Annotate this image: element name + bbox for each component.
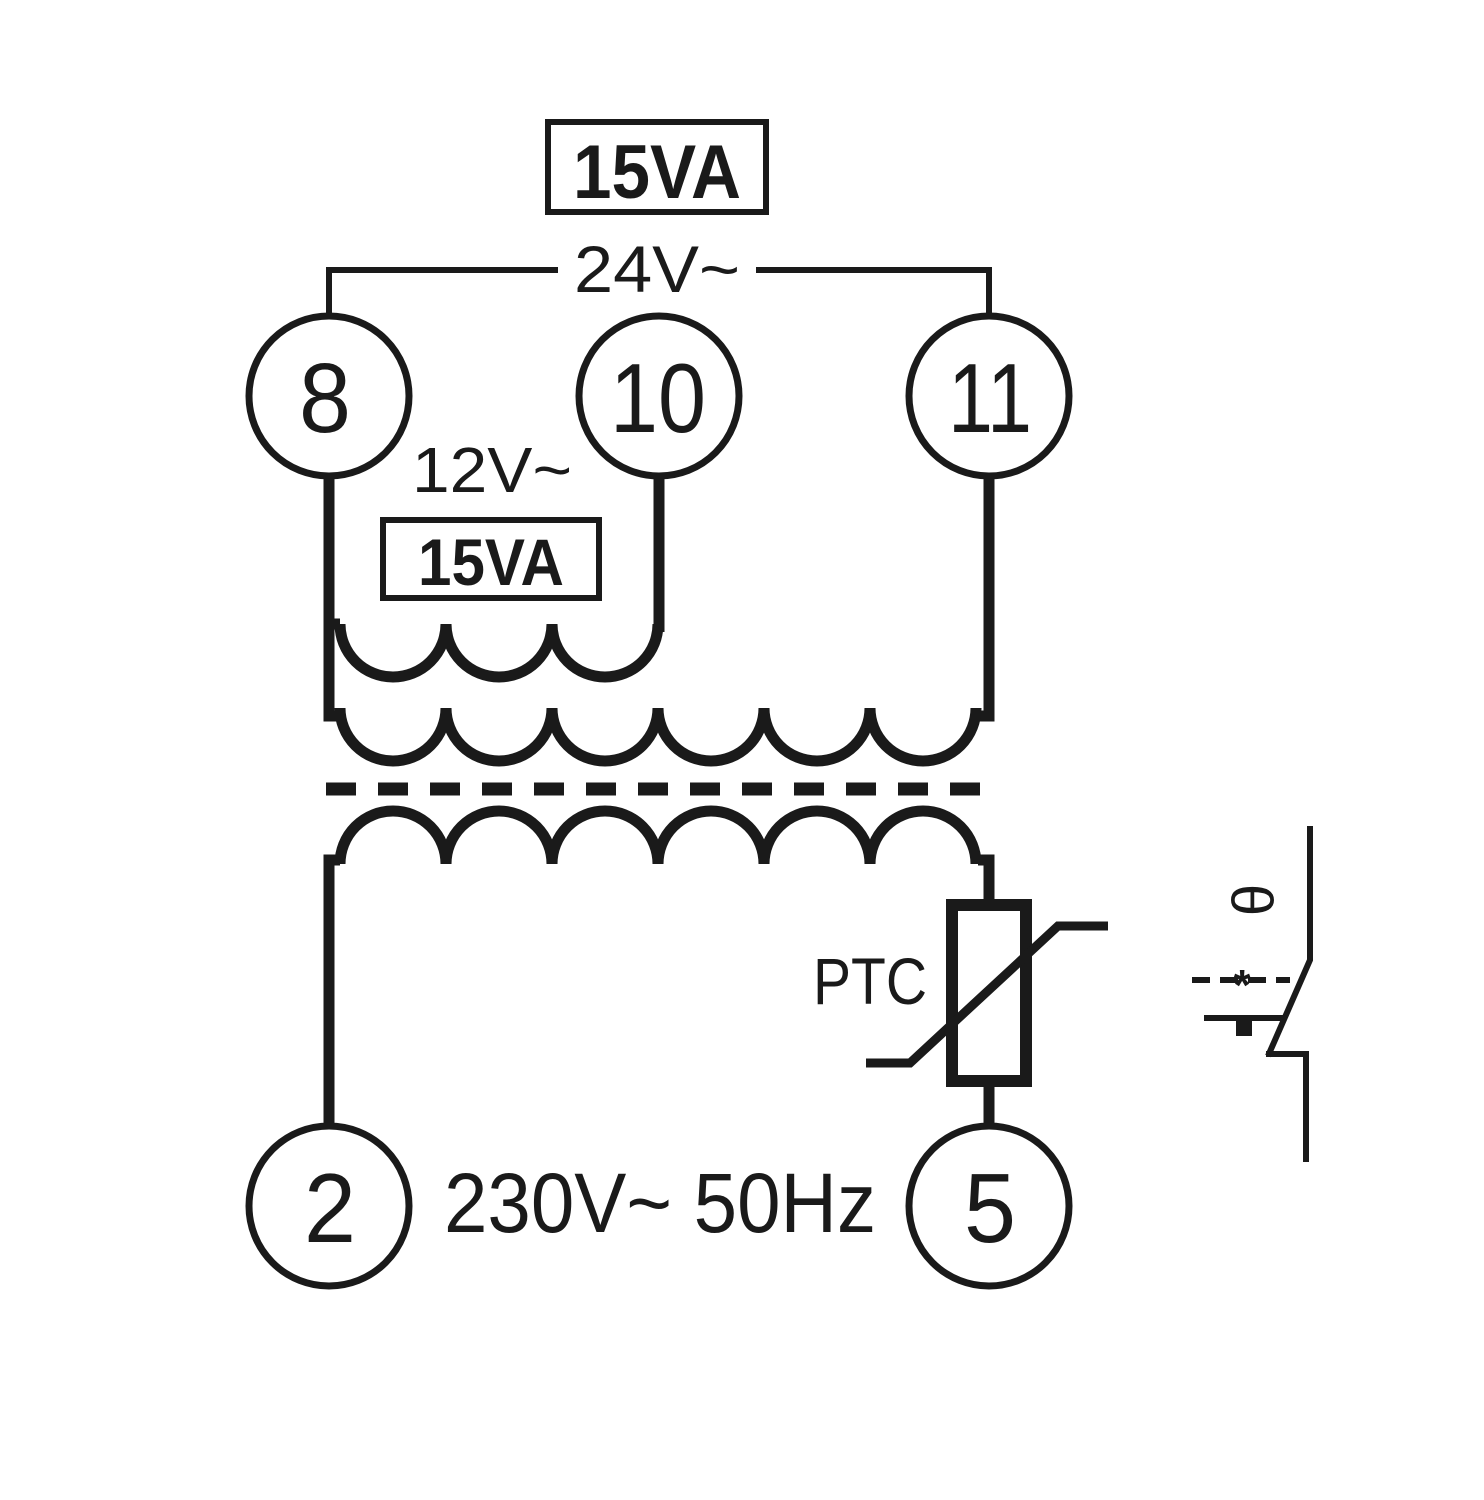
- winding-12v: [334, 623, 664, 683]
- rating-24v-label: 15VA: [573, 130, 741, 215]
- wire-24v-bridge: [326, 267, 992, 313]
- supply-voltage-label: 230V~ 50Hz: [444, 1156, 876, 1250]
- voltage-12v-label: 12V~: [412, 434, 572, 506]
- rating-box-12v: 15VA: [380, 517, 602, 601]
- terminal-2-label: 2: [304, 1153, 356, 1263]
- voltage-24v-label: 24V~: [574, 232, 740, 306]
- terminal-2: 2: [245, 1122, 413, 1290]
- terminal-10: 10: [575, 312, 743, 480]
- terminal-5: 5: [905, 1122, 1073, 1290]
- ptc-thermistor: [866, 899, 1108, 1087]
- reset-mark: *: [1233, 961, 1251, 1010]
- terminal-11-label: 11: [948, 343, 1032, 453]
- primary-leads: [323, 854, 995, 1124]
- thermal-switch-symbol: * θ: [1192, 826, 1313, 1162]
- ptc-label: PTC: [813, 944, 927, 1018]
- thermal-symbol: θ: [1222, 884, 1287, 916]
- rating-12v-label: 15VA: [418, 525, 564, 599]
- winding-primary: [334, 805, 982, 865]
- winding-secondary: [334, 707, 982, 767]
- terminal-10-label: 10: [610, 343, 706, 453]
- terminal-8-label: 8: [299, 343, 351, 453]
- terminal-11: 11: [905, 312, 1073, 480]
- terminal-8: 8: [245, 312, 413, 480]
- rating-box-24v: 15VA: [545, 119, 769, 215]
- terminal-5-label: 5: [964, 1153, 1016, 1263]
